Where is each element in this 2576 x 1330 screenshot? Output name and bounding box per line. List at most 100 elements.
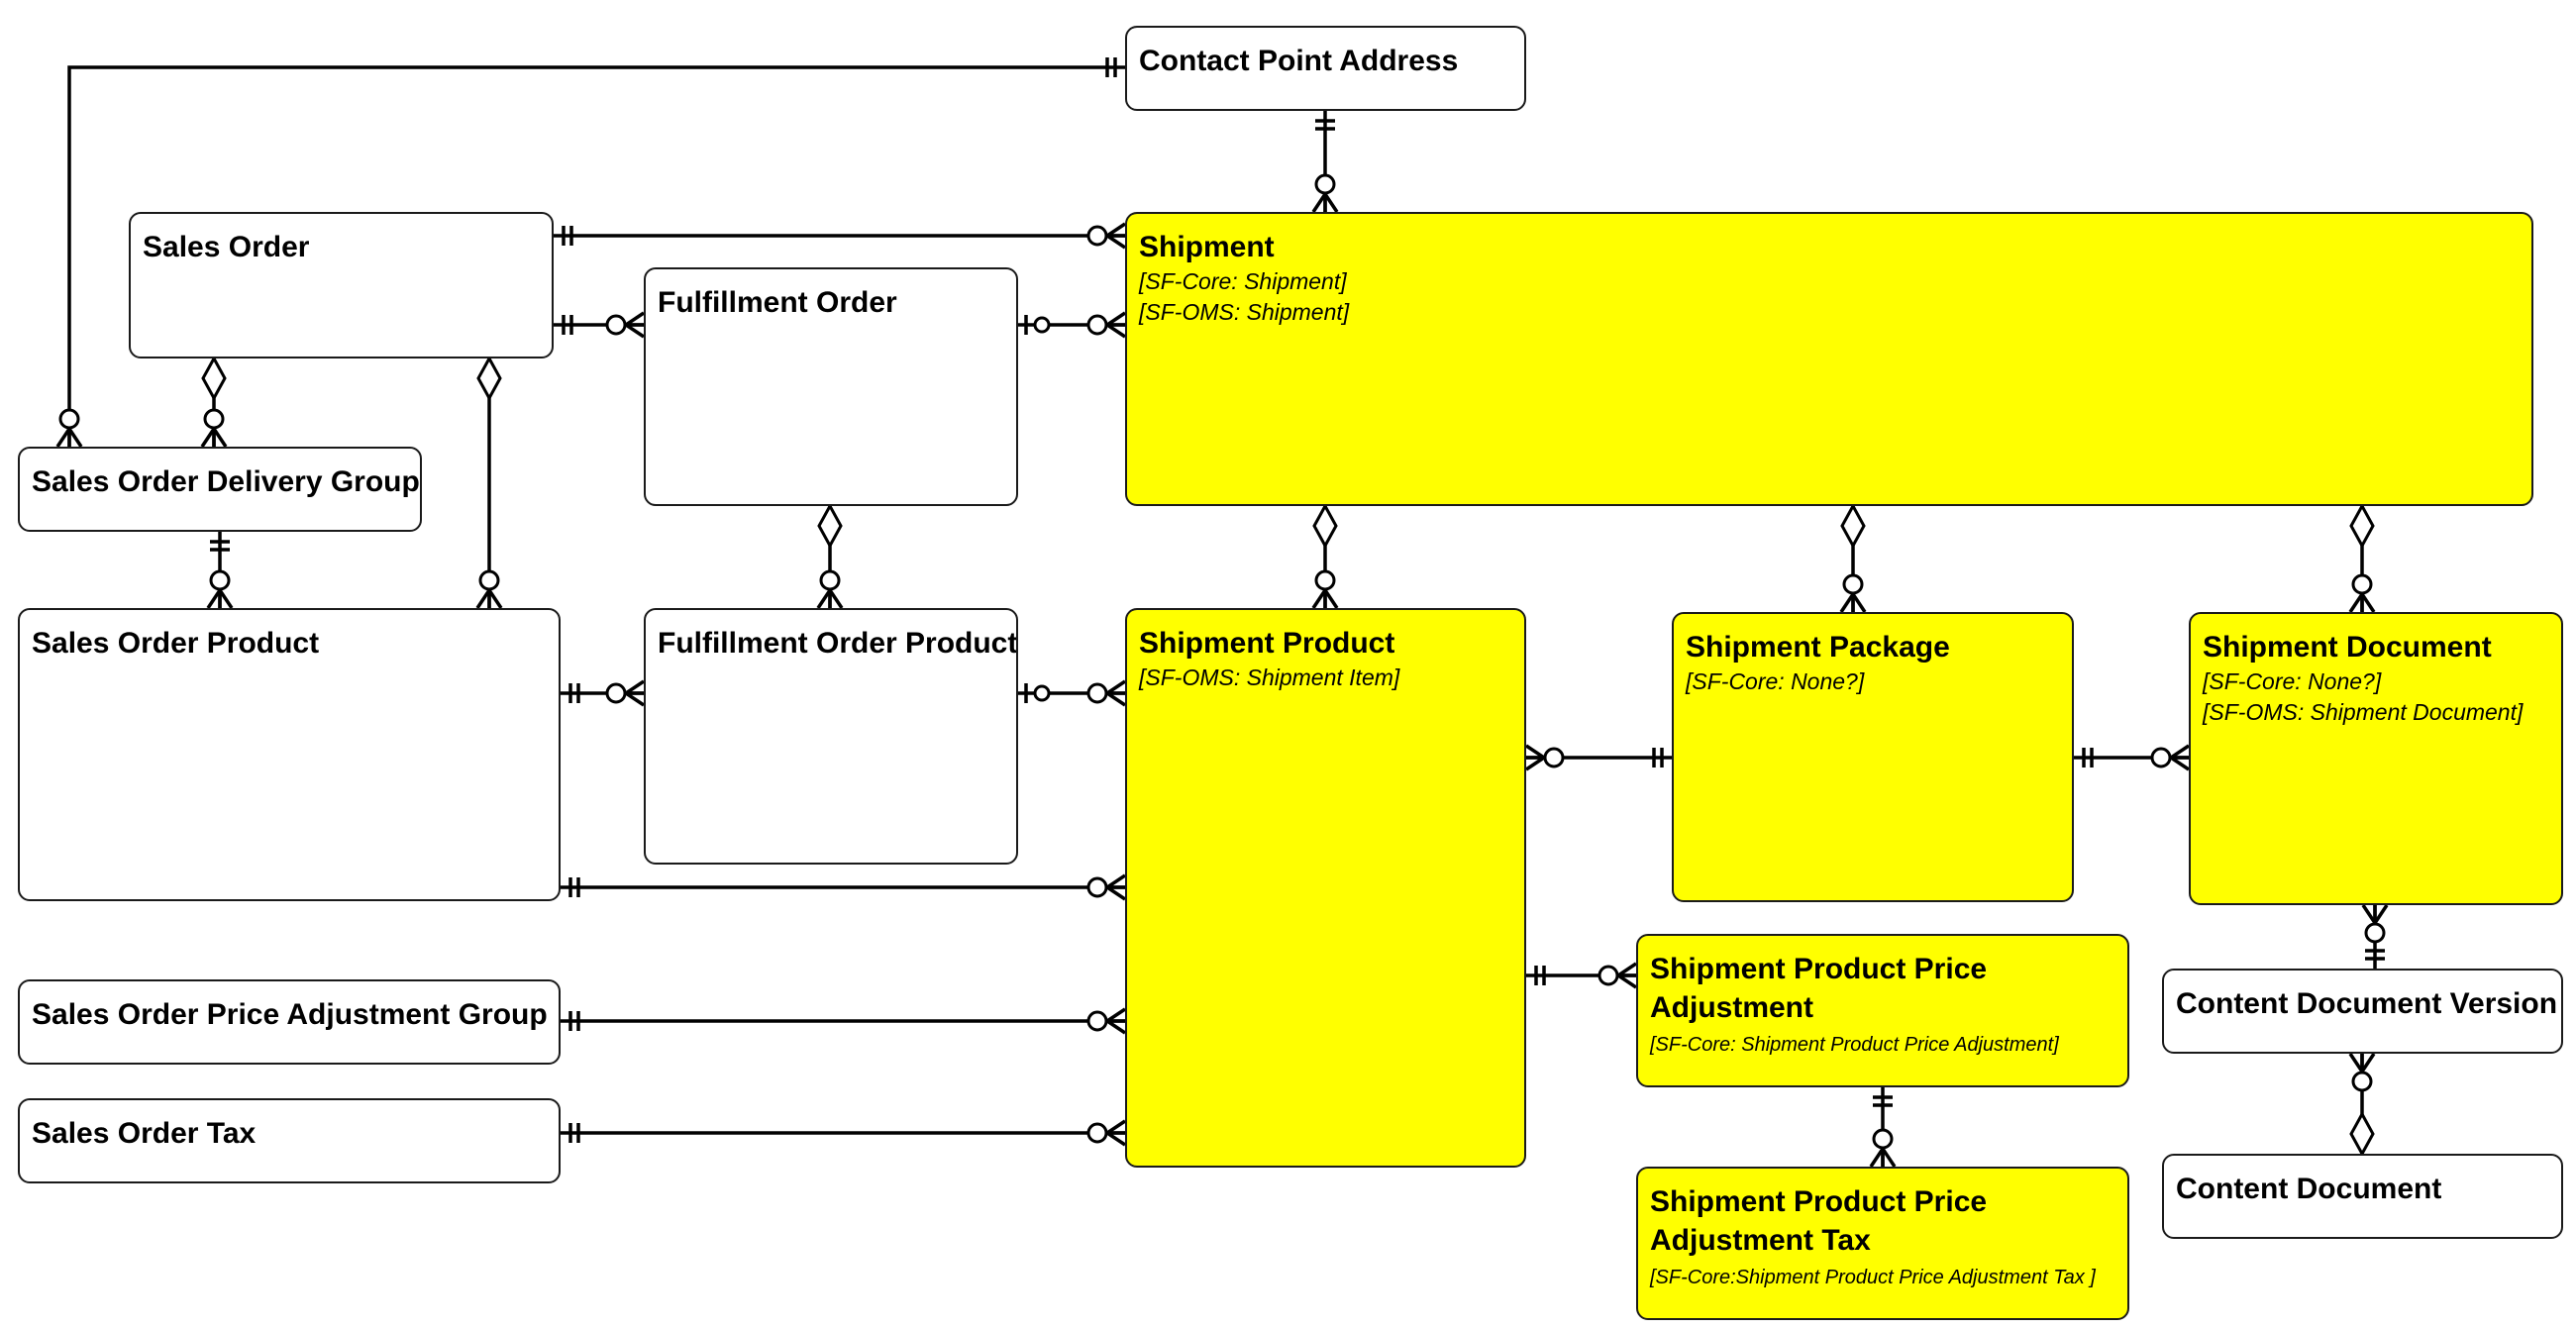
crows-foot-marker xyxy=(1106,311,1126,327)
crows-foot-marker xyxy=(2348,593,2364,613)
crows-foot-marker xyxy=(1323,589,1339,609)
crows-foot-marker xyxy=(1106,679,1126,695)
entity-sales-order-delivery-group[interactable]: Sales Order Delivery Group xyxy=(18,447,422,532)
zero-circle-marker xyxy=(1033,316,1051,334)
zero-circle-marker xyxy=(478,569,500,591)
crows-foot-marker xyxy=(1106,1019,1126,1035)
entity-shipment-product-price-adjustment[interactable]: Shipment Product Price Adjustment [SF-Co… xyxy=(1636,934,2129,1087)
entity-sales-order-price-adjustment-group[interactable]: Sales Order Price Adjustment Group xyxy=(18,979,561,1065)
entity-content-document[interactable]: Content Document xyxy=(2162,1154,2563,1239)
entity-fulfillment-order-product[interactable]: Fulfillment Order Product xyxy=(644,608,1018,865)
entity-title: Shipment Product xyxy=(1139,627,1395,660)
aggregation-diamond-marker xyxy=(1312,502,1338,550)
entity-sales-order-tax[interactable]: Sales Order Tax xyxy=(18,1098,561,1183)
entity-title: Content Document Version xyxy=(2176,987,2558,1020)
crows-foot-marker xyxy=(1617,973,1637,989)
crows-foot-marker xyxy=(1106,222,1126,238)
crows-foot-marker xyxy=(1311,589,1327,609)
entity-note: [SF-Core: None?] xyxy=(1686,668,1865,694)
crows-foot-marker xyxy=(1311,193,1327,213)
zero-circle-marker xyxy=(1872,1128,1894,1150)
zero-circle-marker xyxy=(605,314,627,336)
entity-note: [SF-Core: Shipment Product Price Adjustm… xyxy=(1650,1034,2059,1056)
crows-foot-marker xyxy=(212,428,228,448)
zero-circle-marker xyxy=(2150,747,2172,768)
zero-circle-marker xyxy=(605,682,627,704)
zero-circle-marker xyxy=(1597,965,1619,986)
entity-title: Sales Order Delivery Group xyxy=(32,465,420,498)
crows-foot-marker xyxy=(1106,873,1126,889)
entity-note: [SF-Core: Shipment] xyxy=(1139,268,1347,294)
aggregation-diamond-marker xyxy=(817,502,843,550)
crows-foot-marker xyxy=(67,428,83,448)
entity-note: [SF-OMS: Shipment] xyxy=(1139,299,1350,325)
zero-circle-marker xyxy=(1086,1122,1108,1144)
zero-circle-marker xyxy=(203,408,225,430)
crows-foot-marker xyxy=(1839,593,1855,613)
entity-title: Sales Order xyxy=(143,231,310,263)
crows-foot-marker xyxy=(1525,756,1545,771)
entity-shipment-product[interactable]: Shipment Product [SF-OMS: Shipment Item] xyxy=(1125,608,1526,1168)
zero-circle-marker xyxy=(1086,314,1108,336)
zero-circle-marker xyxy=(1086,1010,1108,1032)
entity-title: Content Document xyxy=(2176,1173,2442,1205)
crows-foot-marker xyxy=(1106,1131,1126,1147)
entity-title: Shipment Package xyxy=(1686,631,1950,664)
entity-fulfillment-order[interactable]: Fulfillment Order xyxy=(644,267,1018,506)
entity-title: Sales Order Tax xyxy=(32,1117,257,1150)
crows-foot-marker xyxy=(1851,593,1867,613)
entity-note: [SF-OMS: Shipment Document] xyxy=(2203,699,2524,725)
crows-foot-marker xyxy=(206,589,222,609)
crows-foot-marker xyxy=(55,428,71,448)
crows-foot-marker xyxy=(625,691,645,707)
crows-foot-marker xyxy=(1106,691,1126,707)
crows-foot-marker xyxy=(2360,1053,2376,1073)
entity-title: Fulfillment Order xyxy=(658,286,897,319)
zero-circle-marker xyxy=(2351,1071,2373,1092)
aggregation-diamond-marker xyxy=(2349,502,2375,550)
crows-foot-marker xyxy=(828,589,844,609)
entity-title: Shipment Document xyxy=(2203,631,2492,664)
crows-foot-marker xyxy=(1323,193,1339,213)
zero-circle-marker xyxy=(1314,173,1336,195)
crows-foot-marker xyxy=(1617,962,1637,977)
crows-foot-marker xyxy=(1106,323,1126,339)
entity-shipment-package[interactable]: Shipment Package [SF-Core: None?] xyxy=(1672,612,2074,902)
aggregation-diamond-marker xyxy=(201,355,227,402)
entity-contact-point-address[interactable]: Contact Point Address xyxy=(1125,26,1526,111)
entity-shipment-product-price-adjustment-tax[interactable]: Shipment Product Price Adjustment Tax [S… xyxy=(1636,1167,2129,1320)
crows-foot-marker xyxy=(200,428,216,448)
zero-circle-marker xyxy=(2351,573,2373,595)
crows-foot-marker xyxy=(1106,234,1126,250)
zero-circle-marker xyxy=(1086,225,1108,247)
crows-foot-marker xyxy=(625,679,645,695)
zero-circle-marker xyxy=(1086,682,1108,704)
crows-foot-marker xyxy=(2373,904,2389,924)
crows-foot-marker xyxy=(1106,1007,1126,1023)
entity-note: [SF-OMS: Shipment Item] xyxy=(1139,665,1400,690)
entity-sales-order[interactable]: Sales Order xyxy=(129,212,554,358)
entity-title: Shipment xyxy=(1139,231,1275,263)
zero-circle-marker xyxy=(2364,922,2386,944)
crows-foot-marker xyxy=(2170,744,2190,760)
entity-shipment-document[interactable]: Shipment Document [SF-Core: None?] [SF-O… xyxy=(2189,612,2563,905)
entity-sales-order-product[interactable]: Sales Order Product xyxy=(18,608,561,901)
zero-circle-marker xyxy=(1086,876,1108,898)
relationship-line xyxy=(67,65,1125,447)
crows-foot-marker xyxy=(487,589,503,609)
entity-content-document-version[interactable]: Content Document Version xyxy=(2162,969,2563,1054)
aggregation-diamond-marker xyxy=(2349,1110,2375,1158)
zero-circle-marker xyxy=(209,569,231,591)
zero-circle-marker xyxy=(819,569,841,591)
zero-circle-marker xyxy=(1842,573,1864,595)
entity-title: Shipment Product Price Adjustment Tax xyxy=(1650,1185,1988,1257)
zero-circle-marker xyxy=(1314,569,1336,591)
entity-title: Contact Point Address xyxy=(1139,45,1459,77)
zero-circle-marker xyxy=(1033,684,1051,702)
entity-shipment[interactable]: Shipment [SF-Core: Shipment] [SF-OMS: Sh… xyxy=(1125,212,2533,506)
crows-foot-marker xyxy=(625,311,645,327)
entity-note: [SF-Core: None?] xyxy=(2203,668,2382,694)
aggregation-diamond-marker xyxy=(476,355,502,402)
crows-foot-marker xyxy=(475,589,491,609)
